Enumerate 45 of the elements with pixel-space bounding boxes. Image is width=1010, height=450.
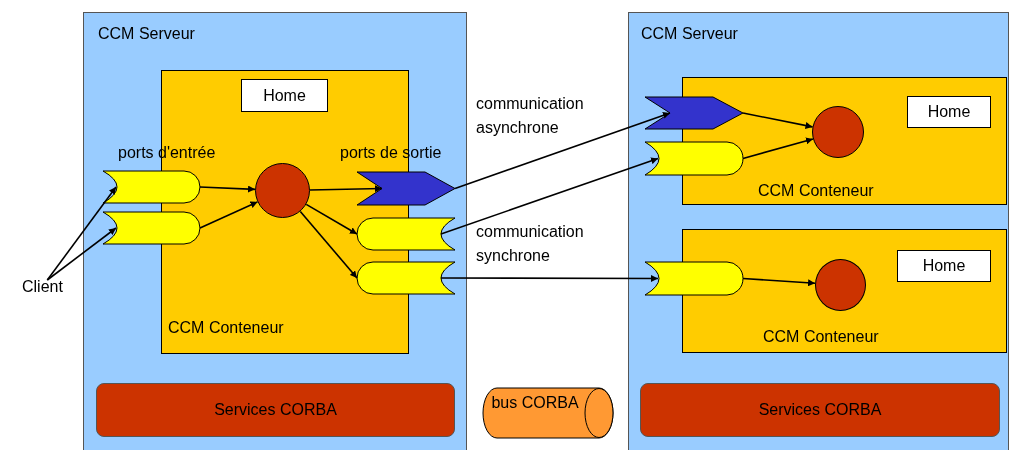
arrow (305, 203, 358, 235)
component-circle (815, 259, 866, 311)
event-port (357, 172, 455, 205)
arrow (199, 185, 256, 193)
bus-label: bus CORBA (490, 393, 580, 413)
services-bar (96, 383, 455, 437)
box-label: Home (921, 257, 967, 275)
panel-title: CCM Serveur (98, 25, 195, 43)
component-circle (255, 163, 310, 218)
bar-label: Services CORBA (213, 401, 338, 419)
panel-title: CCM Conteneur (763, 328, 879, 346)
input-port (645, 262, 743, 295)
event-port (645, 97, 743, 129)
arrow (440, 275, 659, 282)
home-box (907, 96, 991, 128)
panel-title: CCM Conteneur (168, 319, 284, 337)
home-box (241, 79, 328, 112)
panel-title: CCM Conteneur (758, 182, 874, 200)
server-panel (83, 12, 467, 450)
input-port (103, 171, 200, 203)
annotation-text: communication asynchrone (476, 94, 585, 138)
output-port (357, 218, 455, 250)
arrow (440, 157, 659, 235)
arrow (46, 186, 117, 281)
arrow (299, 210, 358, 279)
server-panel (628, 12, 1009, 450)
services-bar (640, 383, 1000, 437)
annotation-text: communication synchrone (476, 222, 585, 266)
panel-title: CCM Serveur (641, 25, 738, 43)
arrow (742, 137, 814, 160)
arrow (46, 227, 117, 281)
box-label: Home (262, 86, 307, 105)
arrow (742, 277, 816, 287)
home-box (897, 250, 991, 282)
component-circle (812, 106, 864, 158)
arrow (742, 112, 814, 129)
input-port (645, 142, 743, 175)
box-label: Home (926, 103, 972, 121)
client-label: Client (22, 278, 64, 296)
container-panel (682, 77, 1007, 205)
bar-label: Services CORBA (757, 401, 883, 419)
arrow (199, 201, 259, 229)
container-panel (682, 229, 1007, 353)
input-port (103, 212, 200, 244)
output-port (357, 262, 455, 294)
